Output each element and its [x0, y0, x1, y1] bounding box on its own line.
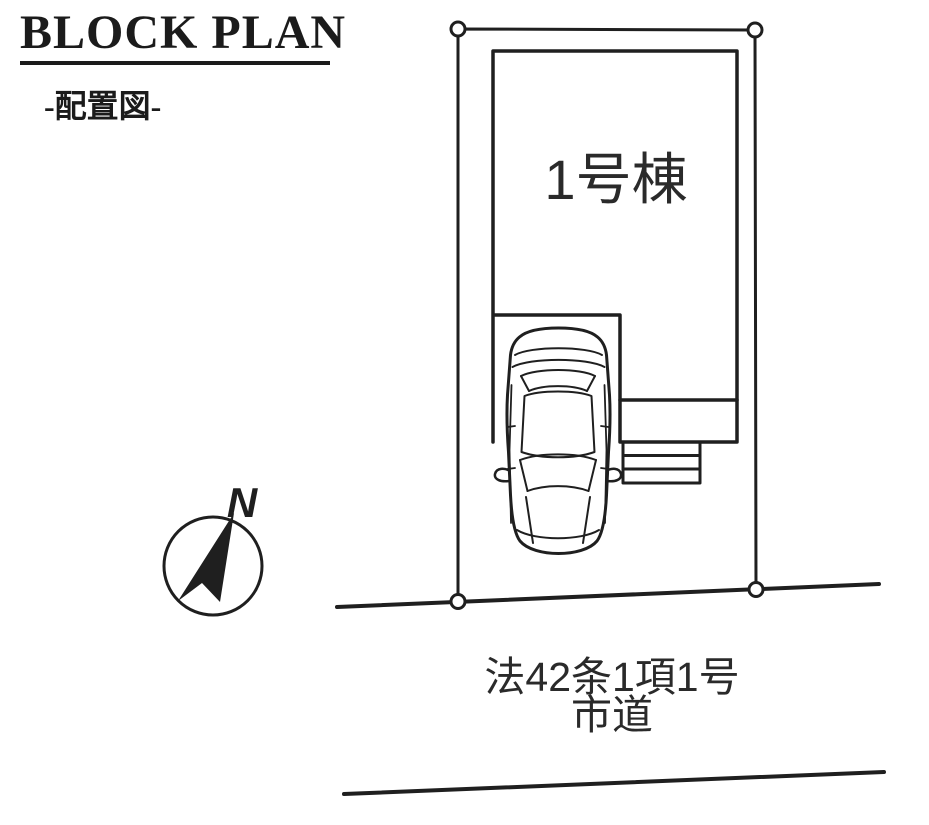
compass-needle	[178, 513, 234, 602]
page-title: BLOCK PLAN	[20, 6, 347, 59]
road-label-line1: 法42条1項1号	[484, 654, 739, 700]
boundary-marker-bottom-left	[449, 593, 467, 610]
title-block: BLOCK PLAN -配置図-	[20, 6, 347, 127]
car-icon	[493, 326, 623, 555]
boundary-marker-top-left	[449, 20, 467, 38]
building-outline	[491, 49, 739, 444]
compass-circle	[162, 515, 264, 617]
site-boundary	[456, 27, 758, 603]
compass-icon: N	[162, 479, 264, 617]
boundary-marker-bottom-right	[747, 581, 765, 598]
road-label-line2: 市道	[571, 692, 653, 738]
building-label: 1号棟	[544, 148, 687, 211]
road-label: 法42条1項1号 市道	[484, 654, 739, 738]
page-subtitle: -配置図-	[44, 88, 162, 125]
compass-north-label: N	[227, 479, 259, 526]
boundary-markers	[449, 20, 765, 610]
title-underline	[20, 61, 330, 66]
road-line-near	[335, 582, 881, 609]
car-body	[505, 326, 612, 555]
boundary-marker-top-right	[746, 21, 764, 39]
road-line-far	[342, 770, 886, 796]
road-lines	[335, 582, 886, 796]
entrance-steps	[621, 440, 702, 485]
car-mirror-left	[493, 467, 514, 483]
